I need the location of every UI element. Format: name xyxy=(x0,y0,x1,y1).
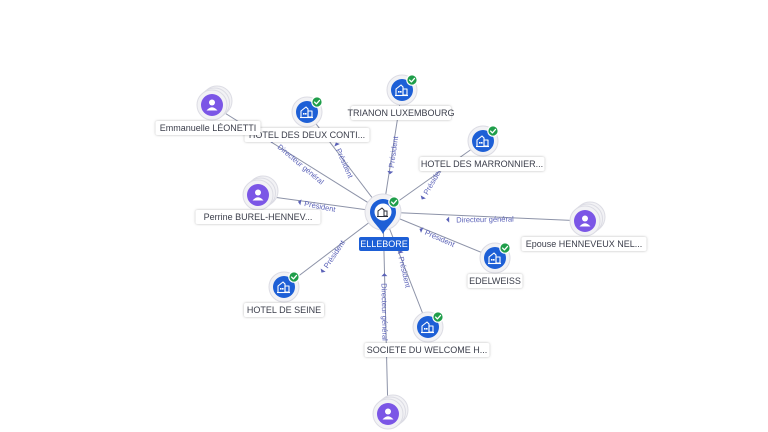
edge-label: Président xyxy=(423,228,456,249)
verified-check-icon xyxy=(388,196,400,208)
edge-henneveux[interactable]: Directeur général xyxy=(382,211,586,225)
company-node-seine[interactable] xyxy=(268,271,300,303)
edge-arrow-icon xyxy=(420,195,426,200)
nodes-layer xyxy=(196,74,606,430)
node-label[interactable]: SOCIETE DU WELCOME H... xyxy=(364,343,490,357)
edge-arrow-icon xyxy=(387,170,394,175)
company-building-icon xyxy=(277,281,290,294)
node-label-text: TRIANON LUXEMBOURG xyxy=(347,108,454,118)
center-node-ellebore[interactable] xyxy=(364,193,402,234)
node-label-text: Emmanuelle LÉONETTI xyxy=(160,123,257,133)
company-building-icon xyxy=(395,84,408,97)
edge-label: Président xyxy=(387,135,400,169)
edge-label: Directeur général xyxy=(379,283,389,341)
verified-check-icon xyxy=(487,125,499,137)
node-label-text: Epouse HENNEVEUX NEL... xyxy=(526,239,643,249)
person-node-henneveux[interactable] xyxy=(569,201,606,237)
node-label-text: HOTEL DE SEINE xyxy=(247,305,321,315)
company-building-icon xyxy=(421,321,434,334)
edge-label: Président xyxy=(334,147,355,180)
node-label[interactable]: Epouse HENNEVEUX NEL... xyxy=(521,237,647,251)
person-icon xyxy=(252,189,264,201)
edge-label: Président xyxy=(397,256,413,290)
node-label-text: ELLEBORE xyxy=(360,239,408,249)
edge-label: Président xyxy=(322,238,348,270)
person-node-burel[interactable] xyxy=(242,175,279,211)
edge-arrow-icon xyxy=(419,227,424,233)
center-node-label[interactable]: ELLEBORE xyxy=(359,237,409,251)
person-node-leonetti[interactable] xyxy=(196,85,233,121)
company-building-icon xyxy=(300,106,313,119)
edge-arrow-icon xyxy=(334,142,340,147)
company-building-icon xyxy=(377,207,388,217)
node-label-text: HOTEL DES DEUX CONTI... xyxy=(249,130,365,140)
node-label-text: Perrine BUREL-HENNEV... xyxy=(204,212,313,222)
node-label[interactable]: HOTEL DES MARRONNIER... xyxy=(419,157,545,171)
node-label[interactable]: TRIANON LUXEMBOURG xyxy=(347,106,455,120)
edge-arrow-icon xyxy=(320,268,326,273)
node-label-text: HOTEL DES MARRONNIER... xyxy=(421,159,543,169)
edge-arrow-icon xyxy=(297,199,302,206)
node-label[interactable]: Emmanuelle LÉONETTI xyxy=(155,121,261,135)
edge-arrow-icon xyxy=(446,216,450,223)
edge-deux-conti[interactable]: Président xyxy=(306,111,384,213)
company-building-icon xyxy=(488,252,501,265)
verified-check-icon xyxy=(432,311,444,323)
company-node-trianon[interactable] xyxy=(386,74,418,106)
company-node-edelweiss[interactable] xyxy=(479,242,511,274)
labels-layer: TRIANON LUXEMBOURG HOTEL DES DEUX CONTI..… xyxy=(155,106,647,357)
node-label-text: SOCIETE DU WELCOME H... xyxy=(367,345,488,355)
company-building-icon xyxy=(476,135,489,148)
edge-arrow-icon xyxy=(381,273,388,277)
node-label[interactable]: EDELWEISS xyxy=(467,274,523,288)
verified-check-icon xyxy=(406,74,418,86)
verified-check-icon xyxy=(499,242,511,254)
edge-label: Directeur général xyxy=(456,214,514,224)
node-label-text: EDELWEISS xyxy=(469,276,521,286)
edge-label: Directeur général xyxy=(276,142,326,186)
person-node-bottom-person[interactable] xyxy=(372,394,409,430)
verified-check-icon xyxy=(288,271,300,283)
company-node-marronnier[interactable] xyxy=(467,125,499,157)
company-node-deux-conti[interactable] xyxy=(291,96,323,128)
person-icon xyxy=(579,215,591,227)
node-label[interactable]: Perrine BUREL-HENNEV... xyxy=(195,210,321,224)
node-label[interactable]: HOTEL DE SEINE xyxy=(244,303,324,317)
edge-arrow-icon xyxy=(397,250,404,254)
node-label[interactable]: HOTEL DES DEUX CONTI... xyxy=(244,128,370,142)
person-icon xyxy=(206,99,218,111)
company-node-welcome[interactable] xyxy=(412,311,444,343)
person-icon xyxy=(382,408,394,420)
verified-check-icon xyxy=(311,96,323,108)
